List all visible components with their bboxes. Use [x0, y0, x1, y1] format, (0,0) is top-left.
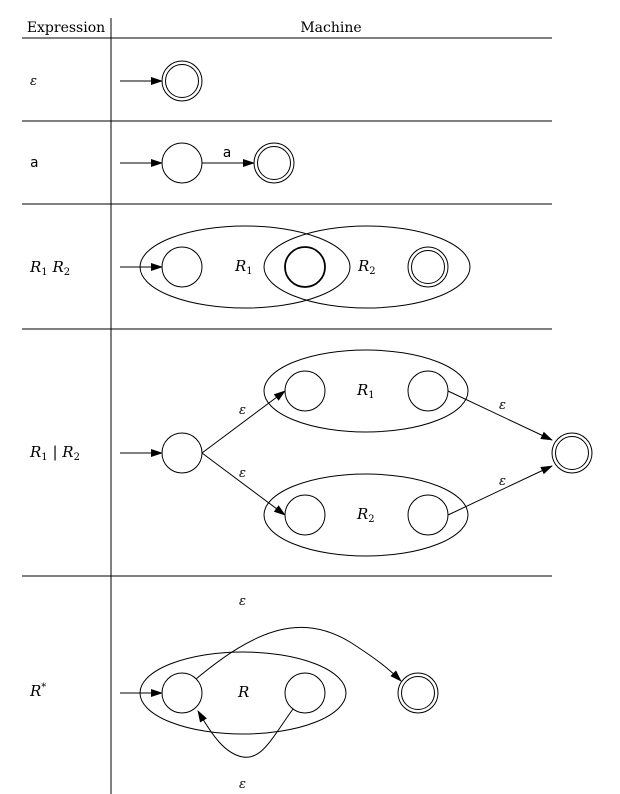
epsilon-label: ε	[239, 777, 246, 792]
header-expression: Expression	[27, 20, 105, 36]
accept-state-outer	[407, 246, 449, 288]
r2-start-state	[284, 494, 326, 536]
r1-start-state	[284, 370, 326, 412]
accept-state-outer	[551, 432, 593, 474]
row-epsilon: ε	[30, 60, 203, 102]
epsilon-skip-edge	[195, 626, 402, 682]
row-star-expression: R*	[29, 682, 46, 700]
start-state	[161, 142, 203, 184]
region-ellipse-r1	[263, 349, 469, 433]
epsilon-label: ε	[239, 594, 246, 609]
epsilon-edge-to-r1	[201, 390, 286, 454]
region-ellipse-r2	[263, 473, 469, 557]
table-grid	[22, 18, 552, 794]
region-label-r1: R1	[234, 257, 253, 277]
region-label-r: R	[237, 683, 249, 701]
row-symbol: a a	[30, 142, 295, 184]
epsilon-edge-to-r2	[201, 452, 286, 516]
epsilon-label: ε	[499, 398, 506, 413]
epsilon-edge-from-r1	[447, 390, 553, 441]
transition-label: a	[223, 145, 231, 161]
row-union-expression: R1 | R2	[29, 443, 80, 463]
start-state	[161, 246, 203, 288]
accept-state-outer	[397, 672, 439, 714]
epsilon-label: ε	[499, 474, 506, 489]
accept-state-inner	[555, 436, 589, 470]
region-label-r2: R2	[357, 257, 376, 277]
accept-state-outer	[253, 142, 295, 184]
row-symbol-expression: a	[30, 155, 38, 171]
accept-state-outer	[161, 60, 203, 102]
epsilon-edge-from-r2	[447, 465, 553, 516]
row-epsilon-expression: ε	[30, 74, 37, 89]
row-concat-expression: R1 R2	[29, 258, 70, 278]
epsilon-label: ε	[239, 403, 246, 418]
row-concatenation: R1 R2 R1 R2	[29, 225, 471, 309]
header-machine: Machine	[300, 20, 361, 36]
accept-state-inner	[165, 64, 199, 98]
region-label-r2: R2	[356, 505, 375, 525]
inner-end-state	[284, 672, 326, 714]
start-state	[161, 672, 203, 714]
accept-state-inner	[401, 676, 435, 710]
epsilon-label: ε	[239, 466, 246, 481]
r1-end-state	[407, 370, 449, 412]
shared-state	[284, 246, 326, 288]
epsilon-loop-edge	[197, 708, 294, 758]
accept-state-inner	[257, 146, 291, 180]
region-label-r1: R1	[356, 381, 375, 401]
region-ellipse-r2	[263, 225, 471, 309]
row-kleene-star: R* ε ε R	[29, 594, 439, 792]
row-alternation: R1 | R2 ε ε ε ε R1 R2	[29, 349, 593, 557]
start-state	[161, 432, 203, 474]
accept-state-inner	[411, 250, 445, 284]
r2-end-state	[407, 494, 449, 536]
